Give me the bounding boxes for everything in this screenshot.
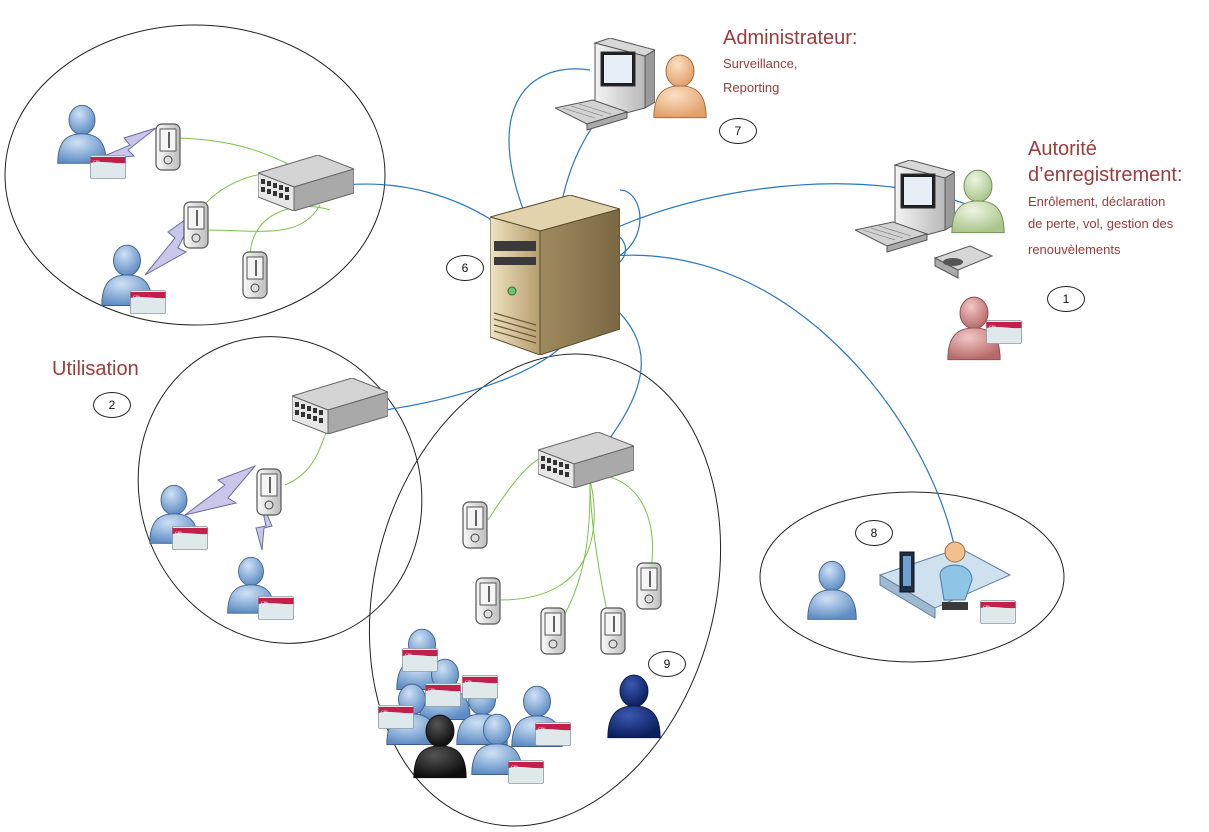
svg-text:CPL: CPL [381, 709, 390, 714]
authority-line-2: de perte, vol, gestion des [1028, 216, 1174, 231]
svg-text:CPL: CPL [465, 679, 474, 684]
network-links [304, 68, 1001, 551]
usage-title: Utilisation [52, 358, 139, 380]
users [57, 54, 1005, 779]
svg-text:CPL: CPL [428, 687, 437, 692]
step-marker-1: 1 [1047, 286, 1085, 312]
authority-line-3: renouvèlements [1028, 242, 1121, 257]
card-reader [933, 245, 994, 279]
svg-text:CPL: CPL [93, 159, 102, 164]
enrolment-desk-ellipse [759, 491, 1065, 663]
step-marker-9: 9 [648, 651, 686, 677]
svg-text:CPL: CPL [133, 294, 142, 299]
admin-workstation [555, 38, 655, 131]
enrolment-desk [878, 541, 1012, 619]
step-marker-7: 7 [719, 118, 757, 144]
network-switch-bottom [538, 432, 634, 488]
network-switch-top [258, 155, 354, 211]
authority-title-line-1: Autorité [1028, 138, 1097, 160]
authority-workstation [855, 160, 955, 253]
authority-title-line-2: d’enregistrement: [1028, 164, 1183, 186]
svg-text:CPL: CPL [175, 530, 184, 535]
card-labels: CPL CPL CPL CPL CPL CPL CPL CPL CPL CPL … [93, 159, 998, 769]
authority-line-1: Enrôlement, déclaration [1028, 194, 1166, 209]
usage-group-ellipse-middle [137, 336, 423, 644]
central-server [490, 195, 620, 355]
admin-line-2: Reporting [723, 80, 780, 95]
svg-text:CPL: CPL [261, 600, 270, 605]
admin-title: Administrateur: [723, 27, 858, 49]
step-marker-2: 2 [93, 392, 131, 418]
step-marker-8: 8 [855, 520, 893, 546]
svg-text:CPL: CPL [538, 726, 547, 731]
usage-group-ellipse-bottom [368, 353, 722, 827]
admin-line-1: Surveillance, [723, 56, 798, 71]
svg-text:CPL: CPL [511, 764, 520, 769]
network-switch-middle [292, 378, 388, 434]
usage-group-ellipse-top [4, 24, 386, 326]
step-marker-6: 6 [446, 255, 484, 281]
svg-text:CPL: CPL [983, 604, 992, 609]
svg-text:CPL: CPL [405, 652, 414, 657]
svg-text:CPL: CPL [989, 324, 998, 329]
